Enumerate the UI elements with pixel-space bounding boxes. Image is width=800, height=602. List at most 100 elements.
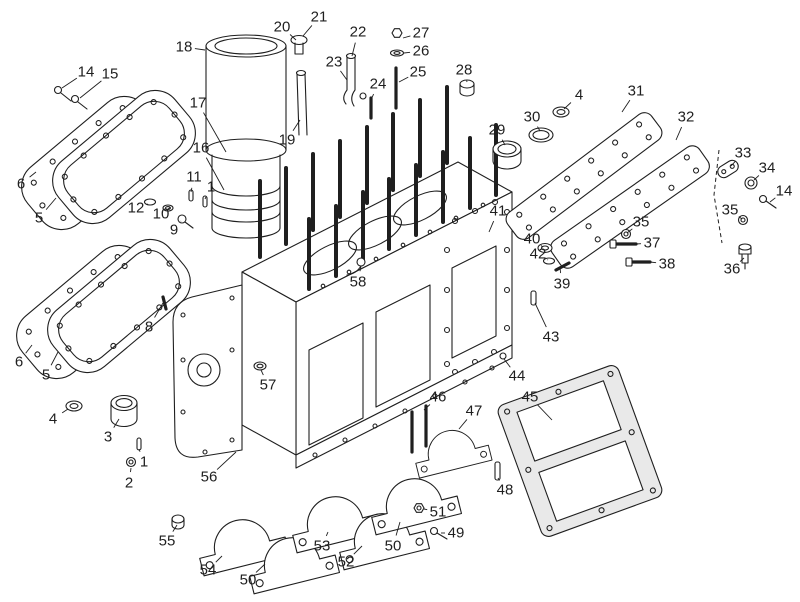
callout-50: 50 [385, 521, 401, 555]
callout-47: 47 [458, 403, 482, 430]
leader-line [260, 369, 264, 376]
callout-8: 8 [145, 302, 164, 336]
part-number: 34 [759, 160, 776, 177]
callout-31: 31 [621, 83, 645, 113]
part-number: 43 [543, 329, 560, 346]
callout-35: 35 [626, 214, 649, 234]
callout-15: 15 [79, 66, 118, 99]
leader-line [559, 267, 562, 274]
callout-52: 52 [338, 545, 363, 571]
plug-4-top [552, 106, 570, 118]
callout-14: 14 [61, 64, 95, 89]
studs-46 [410, 404, 428, 454]
callout-57: 57 [260, 369, 276, 394]
callout-5: 5 [42, 351, 59, 384]
leader-line [423, 508, 428, 511]
callout-32: 32 [675, 109, 694, 141]
callout-55: 55 [159, 524, 178, 550]
filler-tube-19 [295, 69, 308, 136]
part-number: 58 [350, 274, 367, 291]
callout-36: 36 [724, 257, 745, 278]
alignment-dashes [713, 149, 723, 244]
part-number: 35 [722, 202, 739, 219]
part-number: 20 [274, 19, 291, 36]
callout-39: 39 [554, 267, 570, 293]
callout-9: 9 [170, 220, 182, 239]
leader-line [146, 203, 149, 205]
block-left-face [241, 271, 297, 456]
rear-flange-holes [443, 198, 511, 376]
leader-line [172, 524, 178, 532]
callout-17: 17 [190, 95, 227, 153]
part-number: 37 [644, 235, 661, 252]
part-number: 21 [311, 9, 328, 26]
part-number: 45 [522, 389, 539, 406]
pin-48 [494, 461, 501, 481]
callout-22: 22 [350, 24, 366, 57]
callout-46: 46 [423, 389, 446, 411]
callout-38: 38 [649, 256, 675, 273]
callout-50: 50 [240, 563, 266, 589]
callout-58: 58 [350, 265, 367, 291]
leader-line [45, 197, 57, 210]
part-number: 29 [489, 122, 506, 139]
part-number: 14 [776, 183, 793, 200]
part-number: 14 [78, 64, 95, 81]
pin-43 [530, 290, 537, 306]
leader-line [537, 126, 541, 132]
breather-cap-20-21 [290, 34, 308, 55]
leader-line [302, 25, 313, 37]
callout-56: 56 [201, 451, 237, 486]
part-number: 26 [413, 43, 430, 60]
part-number: 12 [128, 200, 145, 217]
pan-rail-flange [295, 344, 513, 469]
callout-25: 25 [398, 64, 426, 83]
stud-39 [554, 261, 571, 272]
bolt-38 [625, 257, 652, 267]
callout-34: 34 [753, 160, 776, 181]
callout-51: 51 [423, 504, 446, 521]
leader-line [79, 80, 102, 99]
callout-19: 19 [279, 119, 301, 149]
callout-6: 6 [17, 171, 37, 193]
ring-42 [542, 257, 556, 265]
callout-44: 44 [503, 358, 525, 385]
crankcase-windows [308, 245, 497, 446]
part-number: 30 [524, 109, 541, 126]
part-number: 24 [370, 76, 387, 93]
part-number: 54 [200, 562, 217, 579]
leader-line [458, 419, 468, 430]
leader-line [340, 70, 348, 81]
part-number: 56 [201, 469, 218, 486]
part-number: 9 [170, 222, 178, 239]
part-number: 53 [314, 538, 331, 555]
part-number: 18 [176, 39, 193, 56]
part-number: 19 [279, 132, 296, 149]
callout-18: 18 [176, 39, 206, 56]
leader-line [398, 76, 409, 83]
callout-26: 26 [403, 43, 430, 60]
part-number: 31 [628, 83, 645, 100]
leader-line [203, 112, 227, 153]
leader-line [730, 160, 736, 167]
deck-edge-holes [320, 202, 486, 289]
part-number: 10 [153, 206, 170, 223]
dowel-44 [499, 352, 507, 360]
callout-23: 23 [326, 54, 348, 81]
part-number: 4 [575, 87, 583, 104]
leader-line [138, 448, 141, 452]
leader-line [61, 408, 69, 414]
part-number: 5 [42, 367, 50, 384]
part-number: 50 [240, 572, 257, 589]
callout-54: 54 [200, 555, 223, 579]
part-number: 1 [207, 179, 215, 196]
part-number: 11 [186, 169, 202, 186]
part-number: 27 [413, 25, 430, 42]
callout-4: 4 [49, 408, 69, 428]
leader-line [29, 171, 37, 178]
part-number: 5 [35, 210, 43, 227]
leader-line [738, 216, 743, 220]
leader-line [626, 228, 633, 234]
nut-51 [413, 503, 425, 513]
part-number: 23 [326, 54, 343, 71]
